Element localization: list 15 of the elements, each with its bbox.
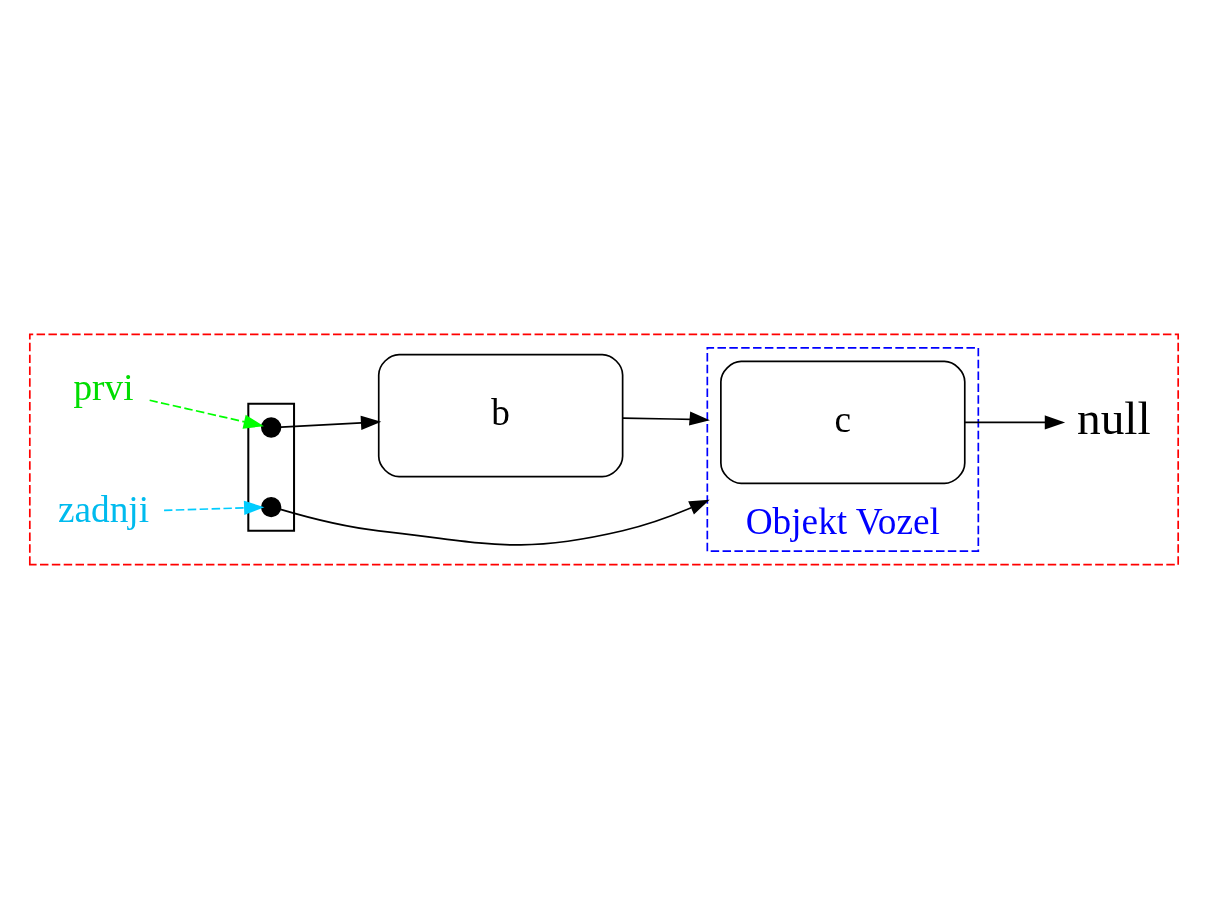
node-circle (261, 496, 282, 518)
arrow (280, 415, 382, 430)
node-text: zadnji (57, 488, 149, 530)
node-text: prvi (73, 366, 134, 408)
arrow (148, 399, 264, 429)
cluster (247, 402, 296, 532)
cluster (28, 333, 1180, 566)
arrow (964, 415, 1066, 430)
node-text: null (1076, 392, 1151, 445)
node-box: b (377, 353, 624, 478)
arrow (621, 411, 710, 426)
node-box: c (720, 360, 966, 485)
arrow (163, 500, 265, 515)
arrow (279, 499, 710, 546)
node-circle (261, 417, 282, 438)
